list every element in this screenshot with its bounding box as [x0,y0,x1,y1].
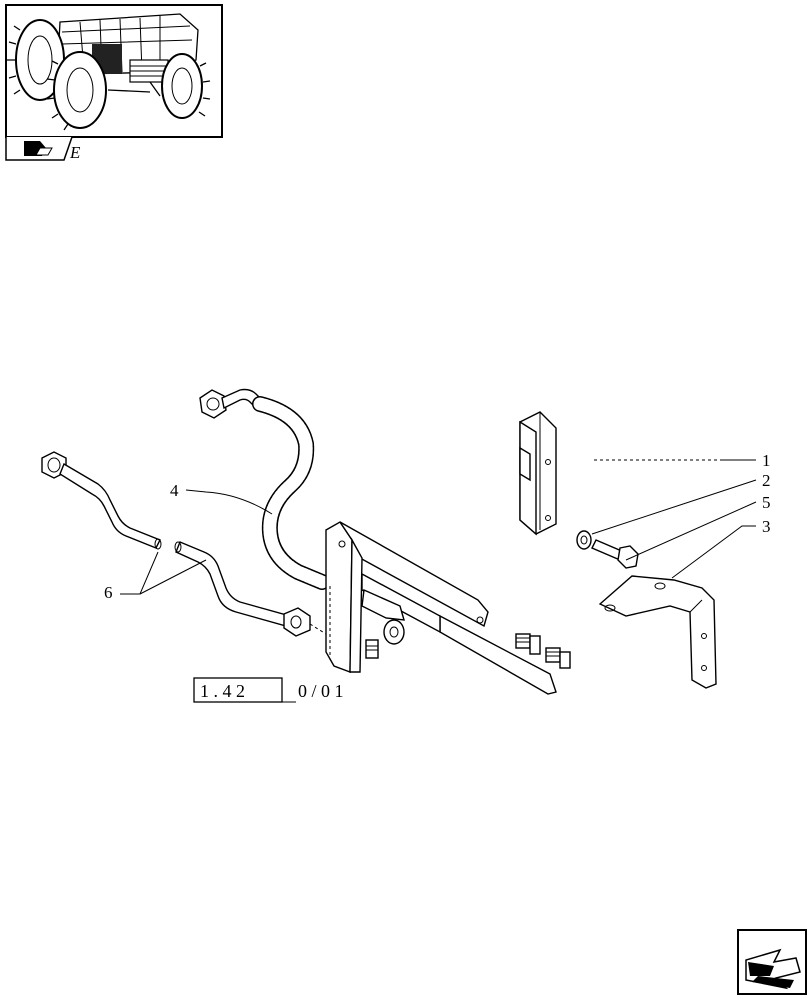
callout-labels: 1 2 5 3 4 6 [104,451,771,602]
main-bracket [325,521,571,695]
part-2-washer [576,530,592,550]
part-3-bracket [598,575,717,689]
tractor-thumbnail [5,4,223,138]
leader-lines [120,459,757,595]
callout-1: 1 [762,451,771,470]
reference-code: 1 . 4 2 0 / 0 1 [193,677,344,703]
callout-4: 4 [170,481,179,500]
part-6-pipe [41,451,327,637]
callout-5: 5 [762,493,771,512]
callout-3: 3 [762,517,771,536]
callout-6: 6 [104,583,113,602]
nav-box[interactable] [737,929,807,995]
next-page-arrow-icon[interactable] [745,948,801,990]
callout-2: 2 [762,471,771,490]
section-letter: E [69,143,81,162]
part-1-block [519,411,557,536]
part-4-hose [199,388,330,590]
part-5-bolt [591,539,639,569]
tractor-front-view-icon [7,13,211,131]
section-tab: E [5,136,81,162]
fitting-nut [365,633,571,669]
reference-rest-text: 0 / 0 1 [298,681,344,701]
reference-box-text: 1 . 4 2 [200,681,245,701]
